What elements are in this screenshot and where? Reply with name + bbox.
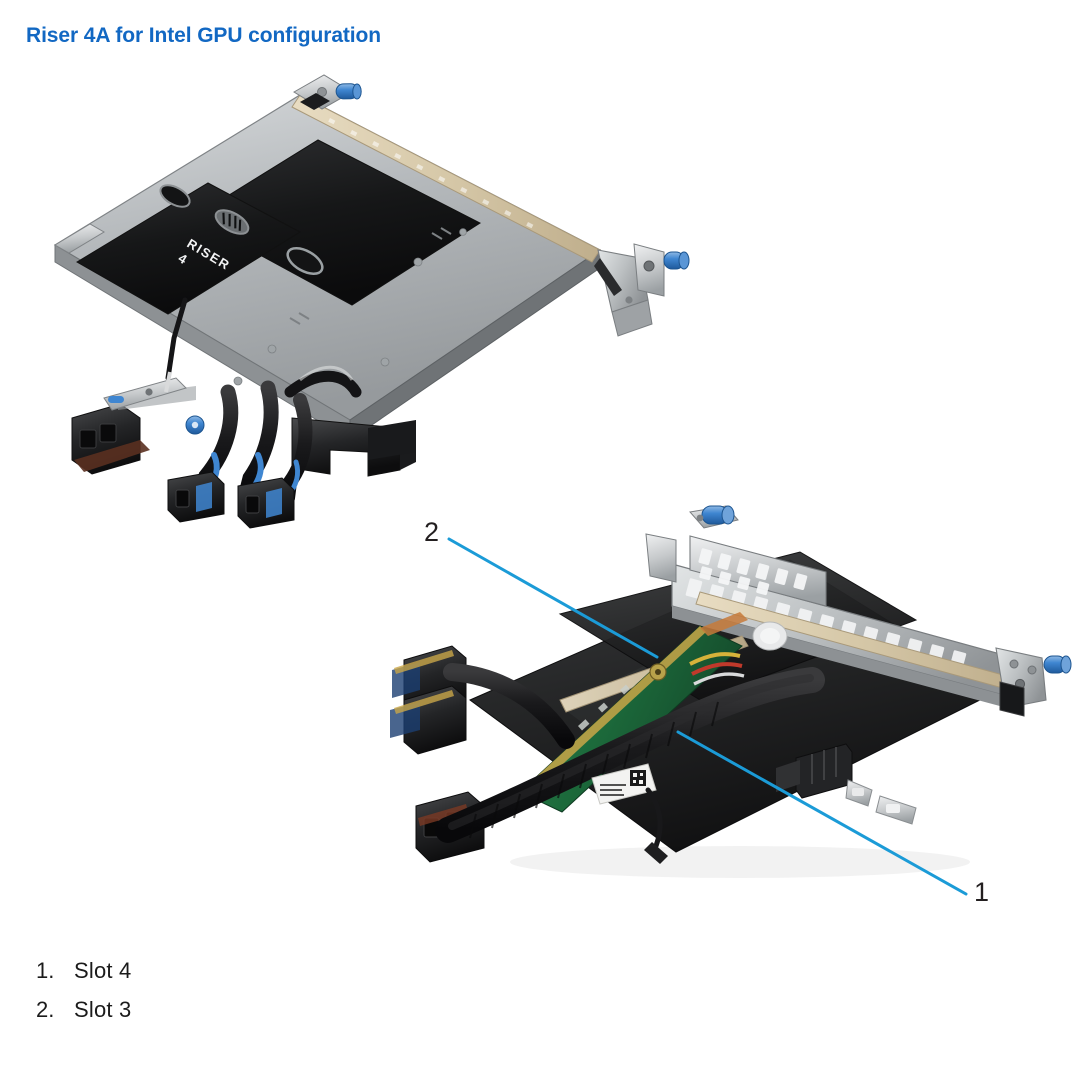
cable-connector-head [167,471,225,523]
cage-vent-marks [289,227,452,325]
gpu-cable-bundle [435,652,825,843]
callout-label-1: 1 [974,877,990,907]
riser-rear-bracket [368,420,416,460]
riser-center-touchpoint [185,415,205,435]
legend-index: 2. [36,997,55,1022]
gpu-retention-clip [776,743,873,807]
gpu-bracket-tab [875,795,917,825]
bottom-riser-assembly [390,505,1072,878]
callout-2-leader [447,537,659,659]
riser-vent-bracket-upper [689,535,827,607]
riser-right-bracket [594,243,690,337]
bottom-riser-right-hinge [995,647,1072,717]
cage-cutouts [159,184,324,275]
cage-left-endplate [54,223,105,254]
figure-title: Riser 4A for Intel GPU configuration [26,24,381,47]
service-label [591,763,668,864]
bottom-riser-top-touchpoint [689,505,739,529]
legend-label: Slot 3 [74,997,132,1022]
filler-panel-upper [191,139,482,306]
top-riser-assembly: RISER 4 [53,74,690,529]
figure-legend: 1. Slot 4 2. Slot 3 [30,958,450,1036]
riser-cable-harness [164,297,362,529]
callout-label-2: 2 [424,517,440,547]
riser-power-connector-left [71,386,196,475]
callout-1-leader [676,730,968,896]
riser-illustration: RISER 4 [53,74,1072,896]
legend-item-2: 2. Slot 3 [30,997,450,1036]
riser-top-tab [645,533,677,583]
riser-left-connectors [390,645,467,755]
cable-connector-head [237,477,295,529]
callout-leader-lines [447,537,968,896]
riser-top-latch [293,74,362,110]
legend-index: 1. [36,958,55,983]
legend-label: Slot 4 [74,958,132,983]
card-edge-rail [291,94,601,263]
filler-panel-lower [76,182,302,315]
legend-item-1: 1. Slot 4 [30,958,450,997]
